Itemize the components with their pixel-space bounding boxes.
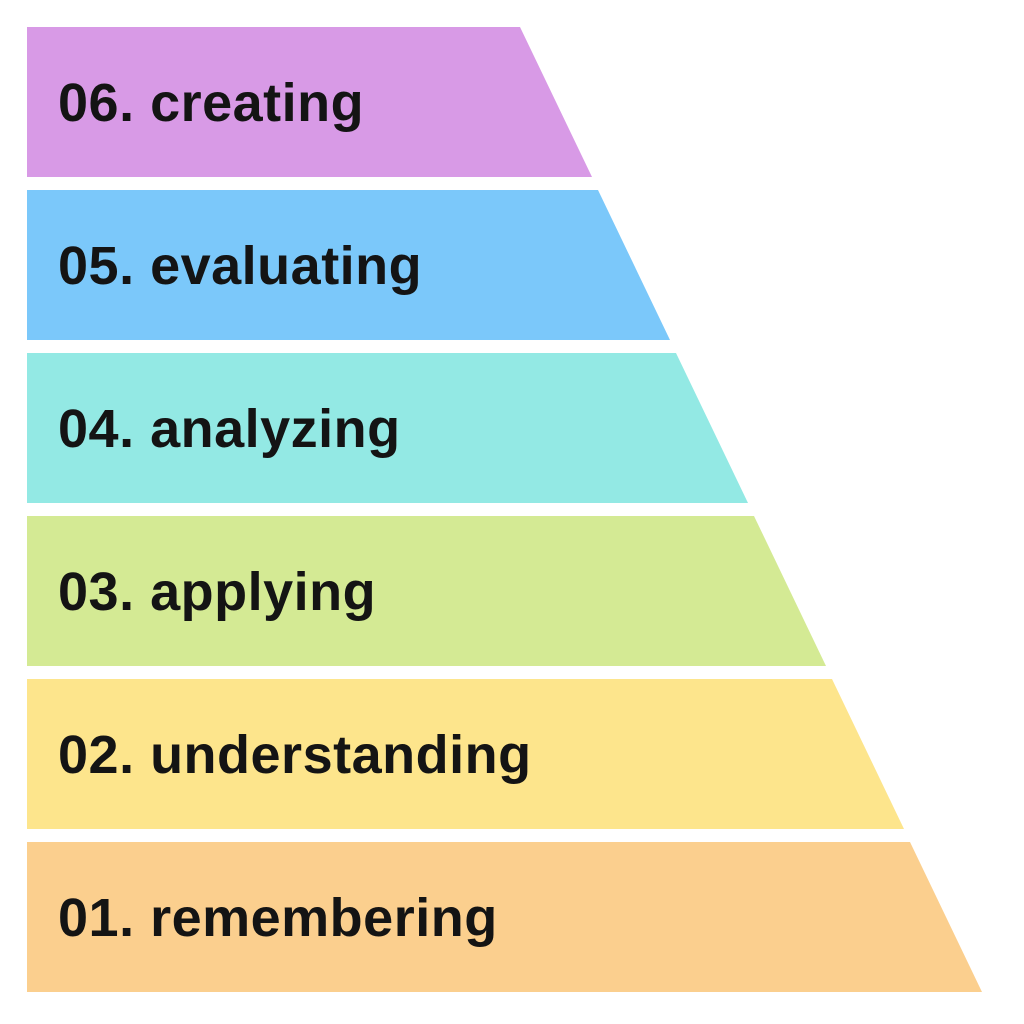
level-band-applying: 03. applying — [27, 516, 826, 666]
level-shape-understanding — [27, 679, 904, 829]
level-label-creating: 06. creating — [58, 73, 364, 133]
level-band-creating: 06. creating — [27, 27, 592, 177]
level-label-evaluating: 05. evaluating — [58, 236, 422, 296]
level-label-applying: 03. applying — [58, 562, 376, 622]
level-label-analyzing: 04. analyzing — [58, 399, 401, 459]
level-band-understanding: 02. understanding — [27, 679, 904, 829]
level-shape-applying — [27, 516, 826, 666]
level-band-evaluating: 05. evaluating — [27, 190, 670, 340]
level-shape-analyzing — [27, 353, 748, 503]
level-shape-creating — [27, 27, 592, 177]
level-band-analyzing: 04. analyzing — [27, 353, 748, 503]
level-shape-remembering — [27, 842, 982, 992]
level-band-remembering: 01. remembering — [27, 842, 982, 992]
level-label-remembering: 01. remembering — [58, 888, 498, 948]
level-shape-evaluating — [27, 190, 670, 340]
level-label-understanding: 02. understanding — [58, 725, 532, 785]
